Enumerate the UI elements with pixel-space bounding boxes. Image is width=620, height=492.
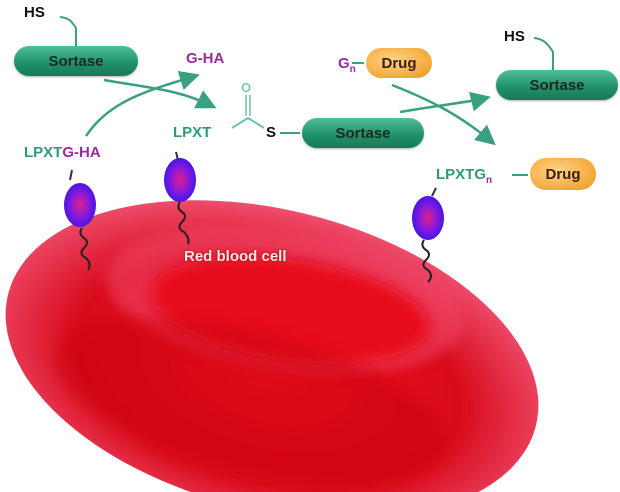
drug-top: Drug [366,48,432,78]
red-blood-cell [5,200,539,492]
gn-label: Gn [338,55,356,75]
membrane-protein-3 [412,187,444,283]
lpxt-prefix: LPXT [24,144,63,161]
lpxtg-ha-label: LPXTG-HA [24,144,101,161]
thio-s-label: S [266,124,277,141]
drug-bottom-label: Drug [545,165,581,183]
red-blood-cell-label: Red blood cell [184,248,287,265]
g-ha-label: G-HA [186,50,225,67]
g-prefix: G [338,55,350,72]
n-subscript: n [349,64,356,75]
membrane-protein-1 [64,169,96,271]
membrane-protein-2 [164,151,196,245]
sortase-mid: Sortase [302,118,424,148]
sortase-mid-label: Sortase [335,124,391,142]
drug-top-label: Drug [381,54,417,72]
sortase-right: Sortase [496,70,618,100]
sortase-right-label: Sortase [529,76,585,94]
lpxtgn-label: LPXTGn [436,166,492,186]
drug-bottom: Drug [530,158,596,190]
g-ha-suffix: G-HA [62,144,101,161]
hs-right-label: HS [504,28,525,45]
sortase-left-label: Sortase [48,52,104,70]
n-subscript-2: n [486,175,493,186]
carbonyl-o-label: O [241,80,252,95]
lpxt-mid-label: LPXT [173,124,212,141]
lpxtg-prefix: LPXTG [436,166,487,183]
sortase-left: Sortase [14,46,138,76]
hs-left-label: HS [24,4,45,21]
